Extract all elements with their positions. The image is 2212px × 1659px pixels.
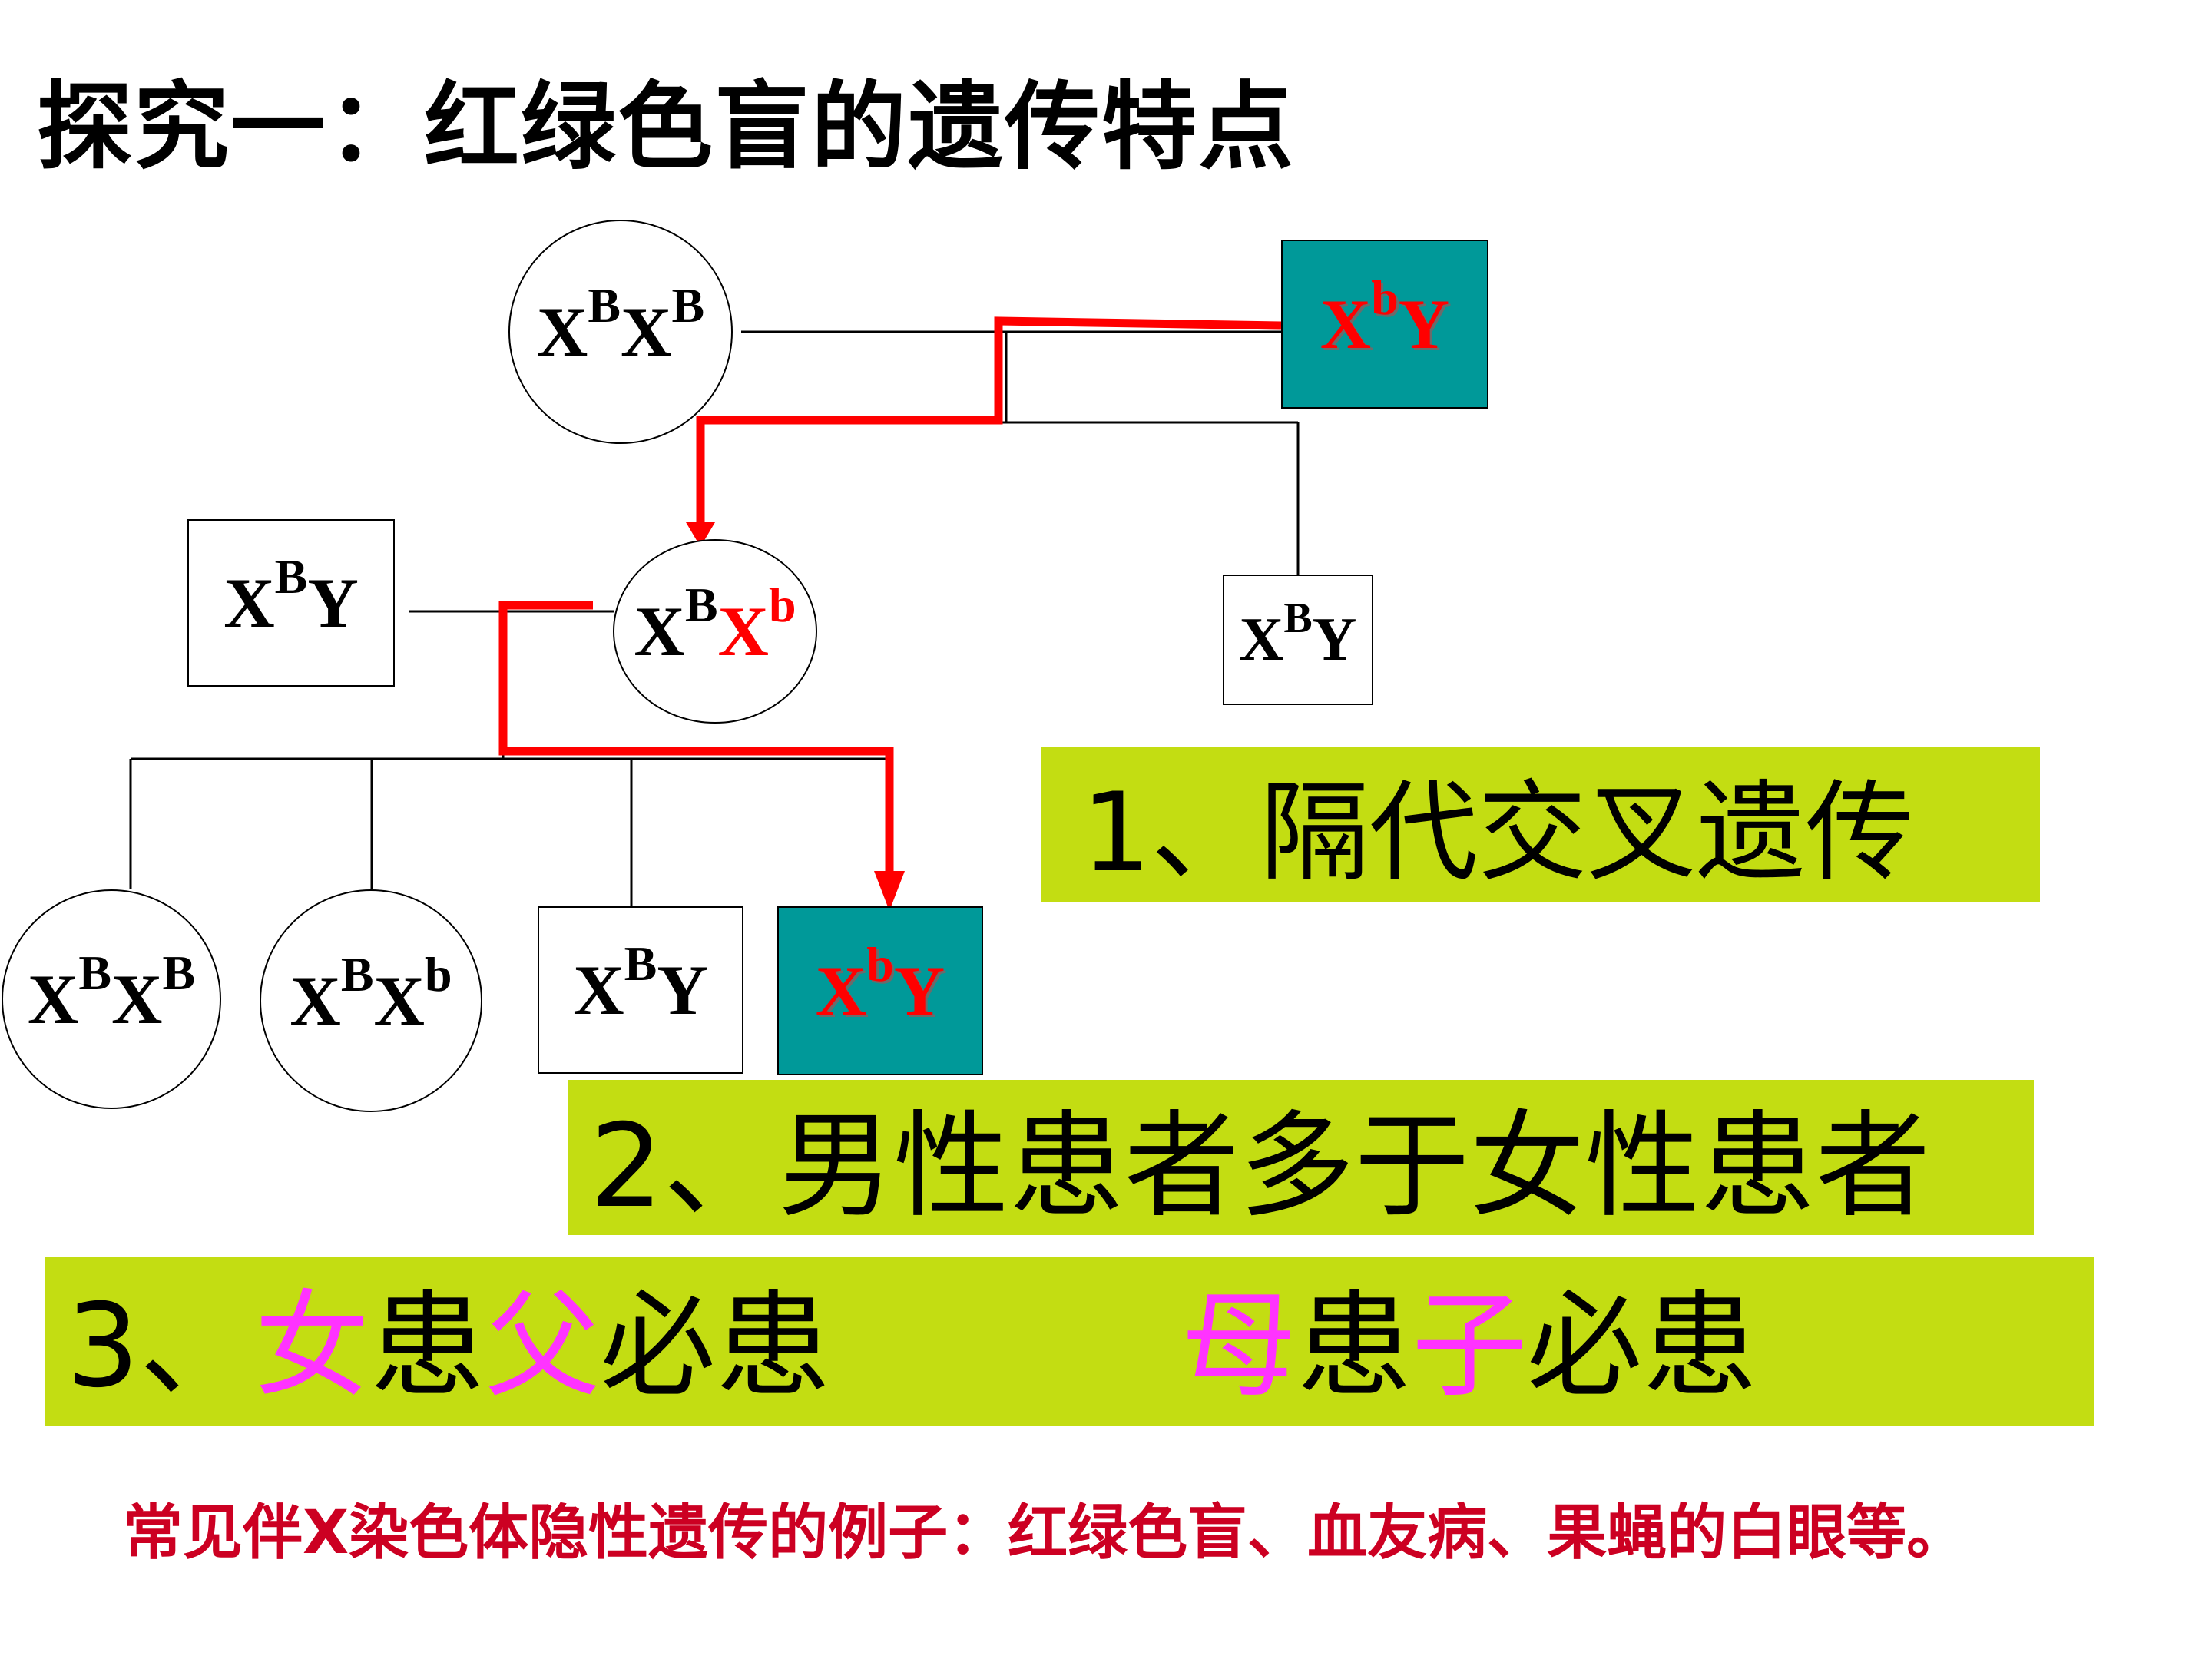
gen3-child-1: XBXB <box>2 889 221 1109</box>
examples-note: 常见伴X染色体隐性遗传的例子：红绿色盲、血友病、果蝇的白眼等。 <box>123 1498 1967 1568</box>
point-2-box: 2、男性患者多于女性患者 <box>568 1080 2034 1235</box>
point-3-left: 3、女患父必患 <box>66 1289 831 1404</box>
word-affected: 患 <box>1296 1280 1412 1413</box>
genotype-label: XBY <box>1239 594 1357 674</box>
arrowhead-2 <box>874 871 905 911</box>
genotype-label: XbY <box>815 937 945 1030</box>
genotype-label: XbY <box>1320 270 1450 363</box>
genotype-label: XBY <box>573 936 708 1029</box>
gen1-father-affected: XbY <box>1281 240 1488 409</box>
gen2-son: XBY <box>1223 575 1373 705</box>
point-2-text: 2、男性患者多于女性患者 <box>590 1100 1931 1233</box>
point-3-box: 3、女患父必患 母患子必患 <box>45 1257 2094 1426</box>
gen3-child-3: XBY <box>538 906 743 1074</box>
inheritance-path-2 <box>498 601 894 877</box>
genotype-label: XBXB <box>27 945 196 1038</box>
genotype-label: XBXB <box>536 278 705 371</box>
arrowhead-1 <box>686 522 715 547</box>
word-must-affected: 必患 <box>600 1280 831 1413</box>
gen2-husband: XBY <box>187 519 395 687</box>
emphasis-father: 父 <box>485 1280 601 1413</box>
word-affected: 患 <box>369 1280 485 1413</box>
slide-title: 探究一：红绿色盲的遗传特点 <box>37 72 1296 183</box>
emphasis-mother: 母 <box>1181 1280 1297 1413</box>
point-3-number: 3、 <box>66 1280 255 1413</box>
gen3-child-2: XBXb <box>260 889 482 1112</box>
gen3-child-4-affected: XbY <box>777 906 983 1075</box>
genotype-label: XBY <box>224 549 359 642</box>
emphasis-daughter: 女 <box>254 1280 370 1413</box>
genotype-label: XBXb <box>634 578 796 671</box>
point-1-text: 1、隔代交叉遗传 <box>1081 770 1915 896</box>
gen1-mother: XBXB <box>508 220 733 444</box>
genotype-label: XBXb <box>290 947 452 1040</box>
point-3-right: 母患子必患 <box>1181 1289 1757 1404</box>
word-must-affected: 必患 <box>1527 1280 1758 1413</box>
emphasis-son: 子 <box>1412 1280 1528 1413</box>
point-1-box: 1、隔代交叉遗传 <box>1041 747 2040 902</box>
gen2-daughter-carrier: XBXb <box>613 539 817 724</box>
inheritance-path-1 <box>696 316 1282 526</box>
